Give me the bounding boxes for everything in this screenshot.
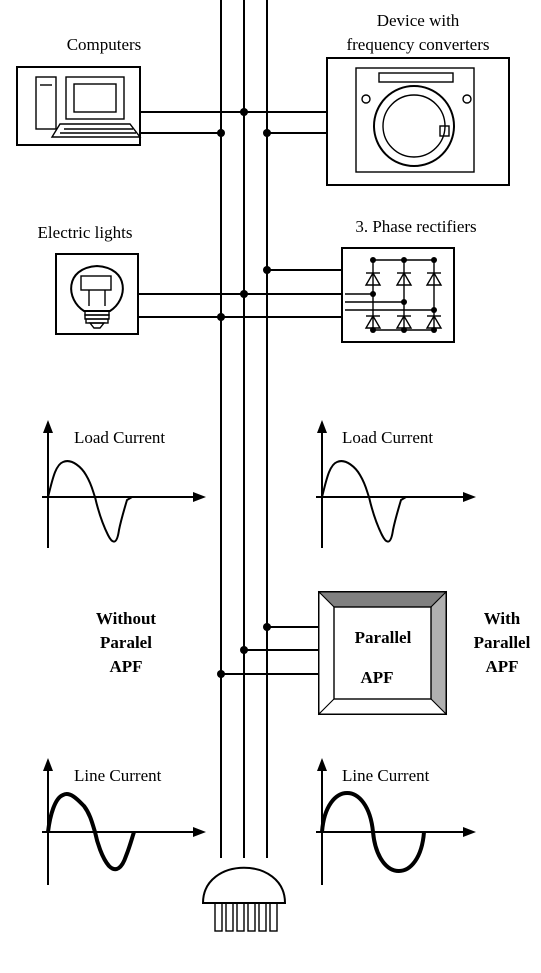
line-current-graph-left — [42, 758, 206, 885]
load-current-right-label: Load Current — [342, 428, 433, 447]
load-current-graph-left — [42, 420, 206, 548]
rectifier-bridge-icon — [341, 247, 455, 343]
rectifiers-label: 3. Phase rectifiers — [355, 217, 476, 236]
electric-lights-label: Electric lights — [38, 223, 133, 242]
computer-icon — [16, 66, 142, 146]
apf-label-line1: Parallel — [355, 628, 412, 647]
parallel-apf-box — [317, 590, 448, 716]
device-label-line2: frequency converters — [346, 35, 489, 54]
without-label-line1: Without — [96, 609, 156, 628]
device-label-line1: Device with — [377, 11, 460, 30]
with-label-line2: Parallel — [474, 633, 531, 652]
with-label-line1: With — [484, 609, 521, 628]
with-label-line3: APF — [485, 657, 518, 676]
without-label-line2: Paralel — [100, 633, 152, 652]
computers-label: Computers — [67, 35, 142, 54]
load-current-graph-right — [316, 420, 476, 548]
line-current-right-label: Line Current — [342, 766, 430, 785]
load-current-left-label: Load Current — [74, 428, 165, 447]
without-label-line3: APF — [109, 657, 142, 676]
plug-icon — [201, 866, 287, 932]
light-bulb-icon — [55, 253, 139, 335]
line-current-left-label: Line Current — [74, 766, 162, 785]
bus-lines — [220, 0, 268, 858]
line-current-graph-right — [316, 758, 476, 885]
washing-machine-icon — [326, 57, 510, 186]
apf-label-line2: APF — [360, 668, 393, 687]
